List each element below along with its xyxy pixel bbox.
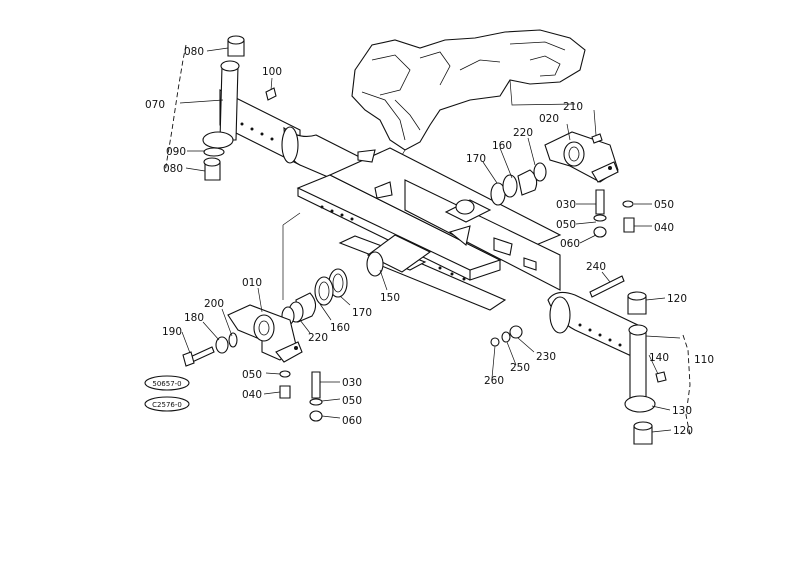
callout-050-left-a: 050 <box>242 369 262 381</box>
bushing-120-bottom <box>633 421 653 445</box>
washer-050-left-a <box>279 370 291 378</box>
washer-050-right-a <box>622 200 634 208</box>
callout-180: 180 <box>184 312 204 324</box>
callout-260: 260 <box>484 375 504 387</box>
stud-030-left <box>311 371 321 399</box>
callout-100: 100 <box>262 66 282 78</box>
callout-140: 140 <box>649 352 669 364</box>
callout-labels: 080 070 090 080 100 020 210 220 160 170 … <box>145 46 714 437</box>
callout-200: 200 <box>204 298 224 310</box>
bushing-120-top <box>627 291 647 315</box>
callout-010: 010 <box>242 277 262 289</box>
callout-020: 020 <box>539 113 559 125</box>
bolt-040-right <box>623 217 635 233</box>
stamp-oval-2 <box>144 396 190 412</box>
callout-090: 090 <box>166 146 186 158</box>
washer-250 <box>501 331 511 343</box>
grease-nipple-140 <box>655 371 667 383</box>
front-support-010 <box>227 304 303 363</box>
group-bracket-110 <box>682 334 691 436</box>
washer-050-left-b <box>309 398 323 406</box>
pivot-pin-rear <box>444 199 492 223</box>
bushings-left-group <box>281 268 348 326</box>
nut-060-right <box>593 226 607 238</box>
callout-070: 070 <box>145 99 165 111</box>
bushing-080-top <box>227 35 245 57</box>
bushing-080-bottom <box>203 157 221 181</box>
callout-050-right-b: 050 <box>654 199 674 211</box>
callout-120-top: 120 <box>667 293 687 305</box>
serial-stamps: 50657-0 C2576-0 <box>144 375 190 412</box>
callout-150: 150 <box>380 292 400 304</box>
callout-110: 110 <box>694 354 714 366</box>
callout-240: 240 <box>586 261 606 273</box>
kingpin-housing-070 <box>202 60 240 149</box>
callout-050-right-a: 050 <box>556 219 576 231</box>
callout-060-left: 060 <box>342 415 362 427</box>
stamp-text-1: 50657-0 <box>152 380 181 388</box>
callout-160-right: 160 <box>492 140 512 152</box>
washer-180 <box>215 336 229 354</box>
callout-080-top: 080 <box>184 46 204 58</box>
callout-230: 230 <box>536 351 556 363</box>
callout-060-right: 060 <box>560 238 580 250</box>
seal-090 <box>203 147 225 157</box>
callout-050-left-b: 050 <box>342 395 362 407</box>
callout-250: 250 <box>510 362 530 374</box>
washer-050-right-b <box>593 214 607 222</box>
callout-040-left: 040 <box>242 389 262 401</box>
callout-170-right: 170 <box>466 153 486 165</box>
callout-160-left: 160 <box>330 322 350 334</box>
washer-230 <box>509 325 523 339</box>
callout-190: 190 <box>162 326 182 338</box>
callout-220-left: 220 <box>308 332 328 344</box>
group-bracket-070 <box>164 44 187 173</box>
callout-210: 210 <box>563 101 583 113</box>
stud-030-right <box>595 189 605 215</box>
callout-130: 130 <box>672 405 692 417</box>
nut-260 <box>490 337 500 347</box>
grease-nipple-210 <box>591 133 603 144</box>
pivot-pin-150 <box>366 234 432 277</box>
bushings-right-group <box>490 162 547 206</box>
callout-220-right: 220 <box>513 127 533 139</box>
callout-030-left: 030 <box>342 377 362 389</box>
callout-080-bottom: 080 <box>163 163 183 175</box>
bolt-190 <box>182 346 215 367</box>
bolt-040-left <box>279 385 291 399</box>
kingpin-housing-110 <box>624 324 656 413</box>
bolt-240 <box>589 275 625 298</box>
callout-170-left: 170 <box>352 307 372 319</box>
rear-support-020 <box>544 131 619 183</box>
nut-060-left <box>309 410 323 422</box>
stamp-oval-1 <box>144 375 190 391</box>
callout-040-right: 040 <box>654 222 674 234</box>
tractor-frame <box>351 29 586 169</box>
washer-200 <box>228 332 238 348</box>
stamp-text-2: C2576-0 <box>152 401 182 409</box>
callout-120-bottom: 120 <box>673 425 693 437</box>
leader-lines <box>179 47 681 433</box>
callout-030-right: 030 <box>556 199 576 211</box>
